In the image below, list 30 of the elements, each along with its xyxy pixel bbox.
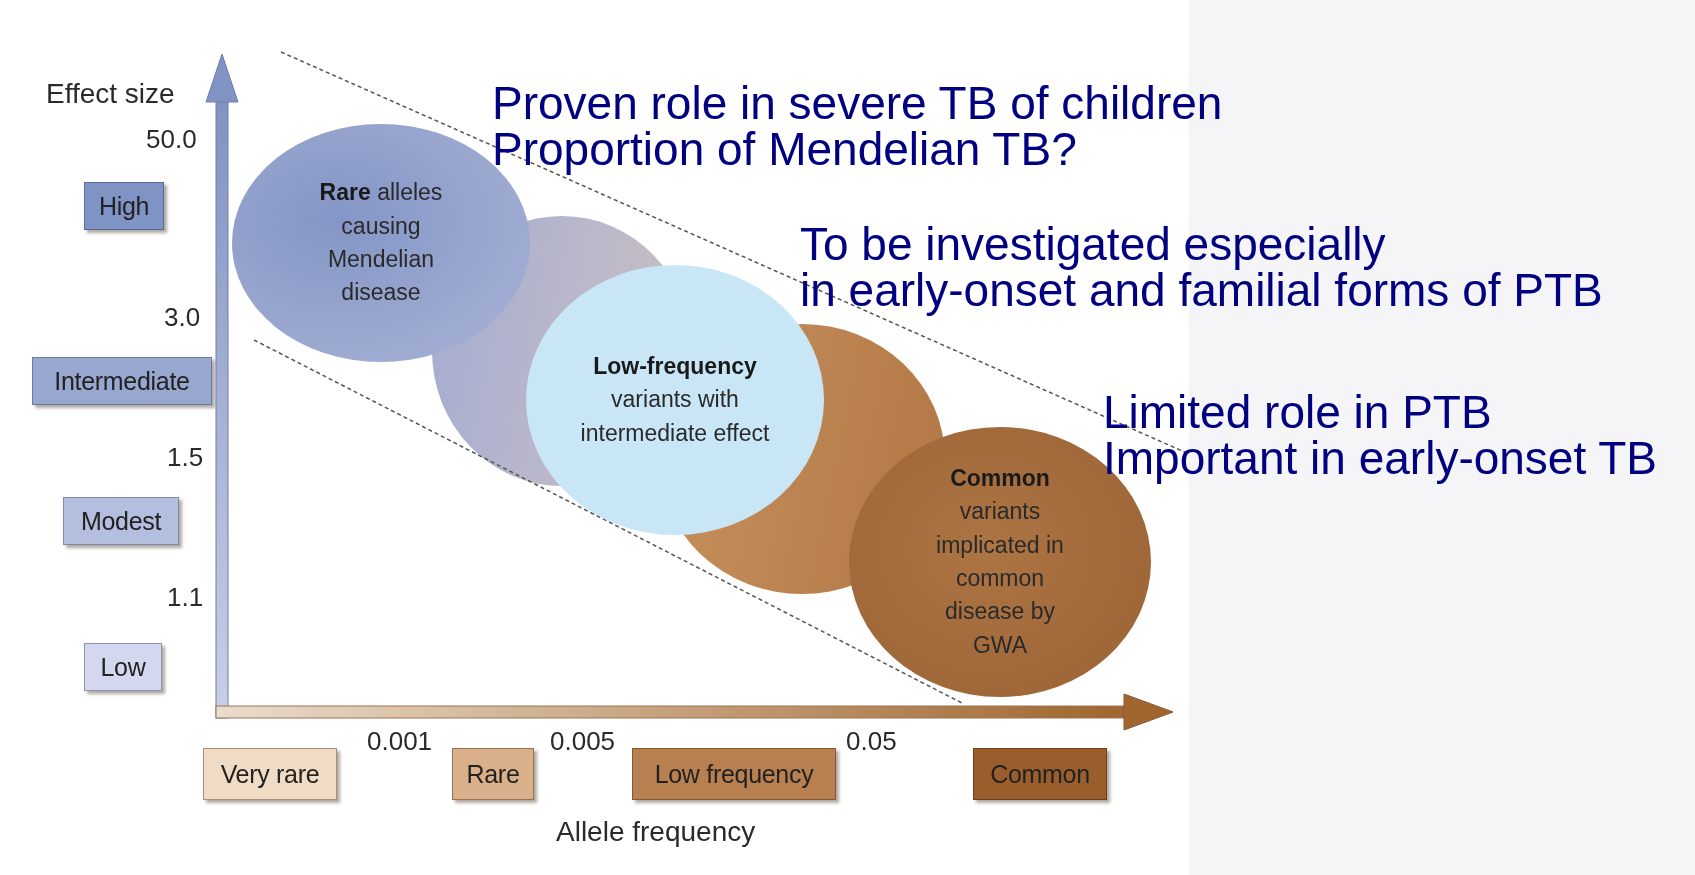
category-box <box>84 182 164 230</box>
tick-label: 0.05 <box>846 728 897 754</box>
ellipse-label: Low-frequency variants with intermediate effect <box>579 352 771 448</box>
tick-label: 0.005 <box>550 728 616 754</box>
category-label: Intermediate <box>54 366 190 396</box>
annotation-text: Limited role in PTB <box>1103 389 1492 435</box>
category-box <box>452 748 534 800</box>
tick-label: 1.1 <box>167 584 204 610</box>
category-label: Rare <box>466 759 520 789</box>
category-box <box>973 748 1107 800</box>
category-label: Low <box>100 652 146 682</box>
category-label: Modest <box>80 506 162 536</box>
ellipse-label: Common variants implicated in common disease by GWA <box>935 463 1065 660</box>
category-box <box>203 748 337 800</box>
tick-label: 1.5 <box>167 444 204 470</box>
tick-label: 0.001 <box>367 728 433 754</box>
tick-label: 50.0 <box>146 126 197 152</box>
category-label: Very rare <box>220 759 320 789</box>
category-box <box>32 357 212 405</box>
category-label: High <box>98 191 150 221</box>
axis-title: Effect size <box>46 80 175 108</box>
category-box <box>63 497 179 545</box>
tick-label: 3.0 <box>164 304 201 330</box>
axis-title: Allele frequency <box>556 818 756 846</box>
annotation-text: Proven role in severe TB of children <box>492 80 1223 126</box>
category-label: Low frequency <box>654 759 814 789</box>
category-box <box>632 748 836 800</box>
ellipse-label: Rare alleles causing Mendelian disease <box>318 178 444 308</box>
category-label: Common <box>990 759 1090 789</box>
category-box <box>84 643 162 691</box>
